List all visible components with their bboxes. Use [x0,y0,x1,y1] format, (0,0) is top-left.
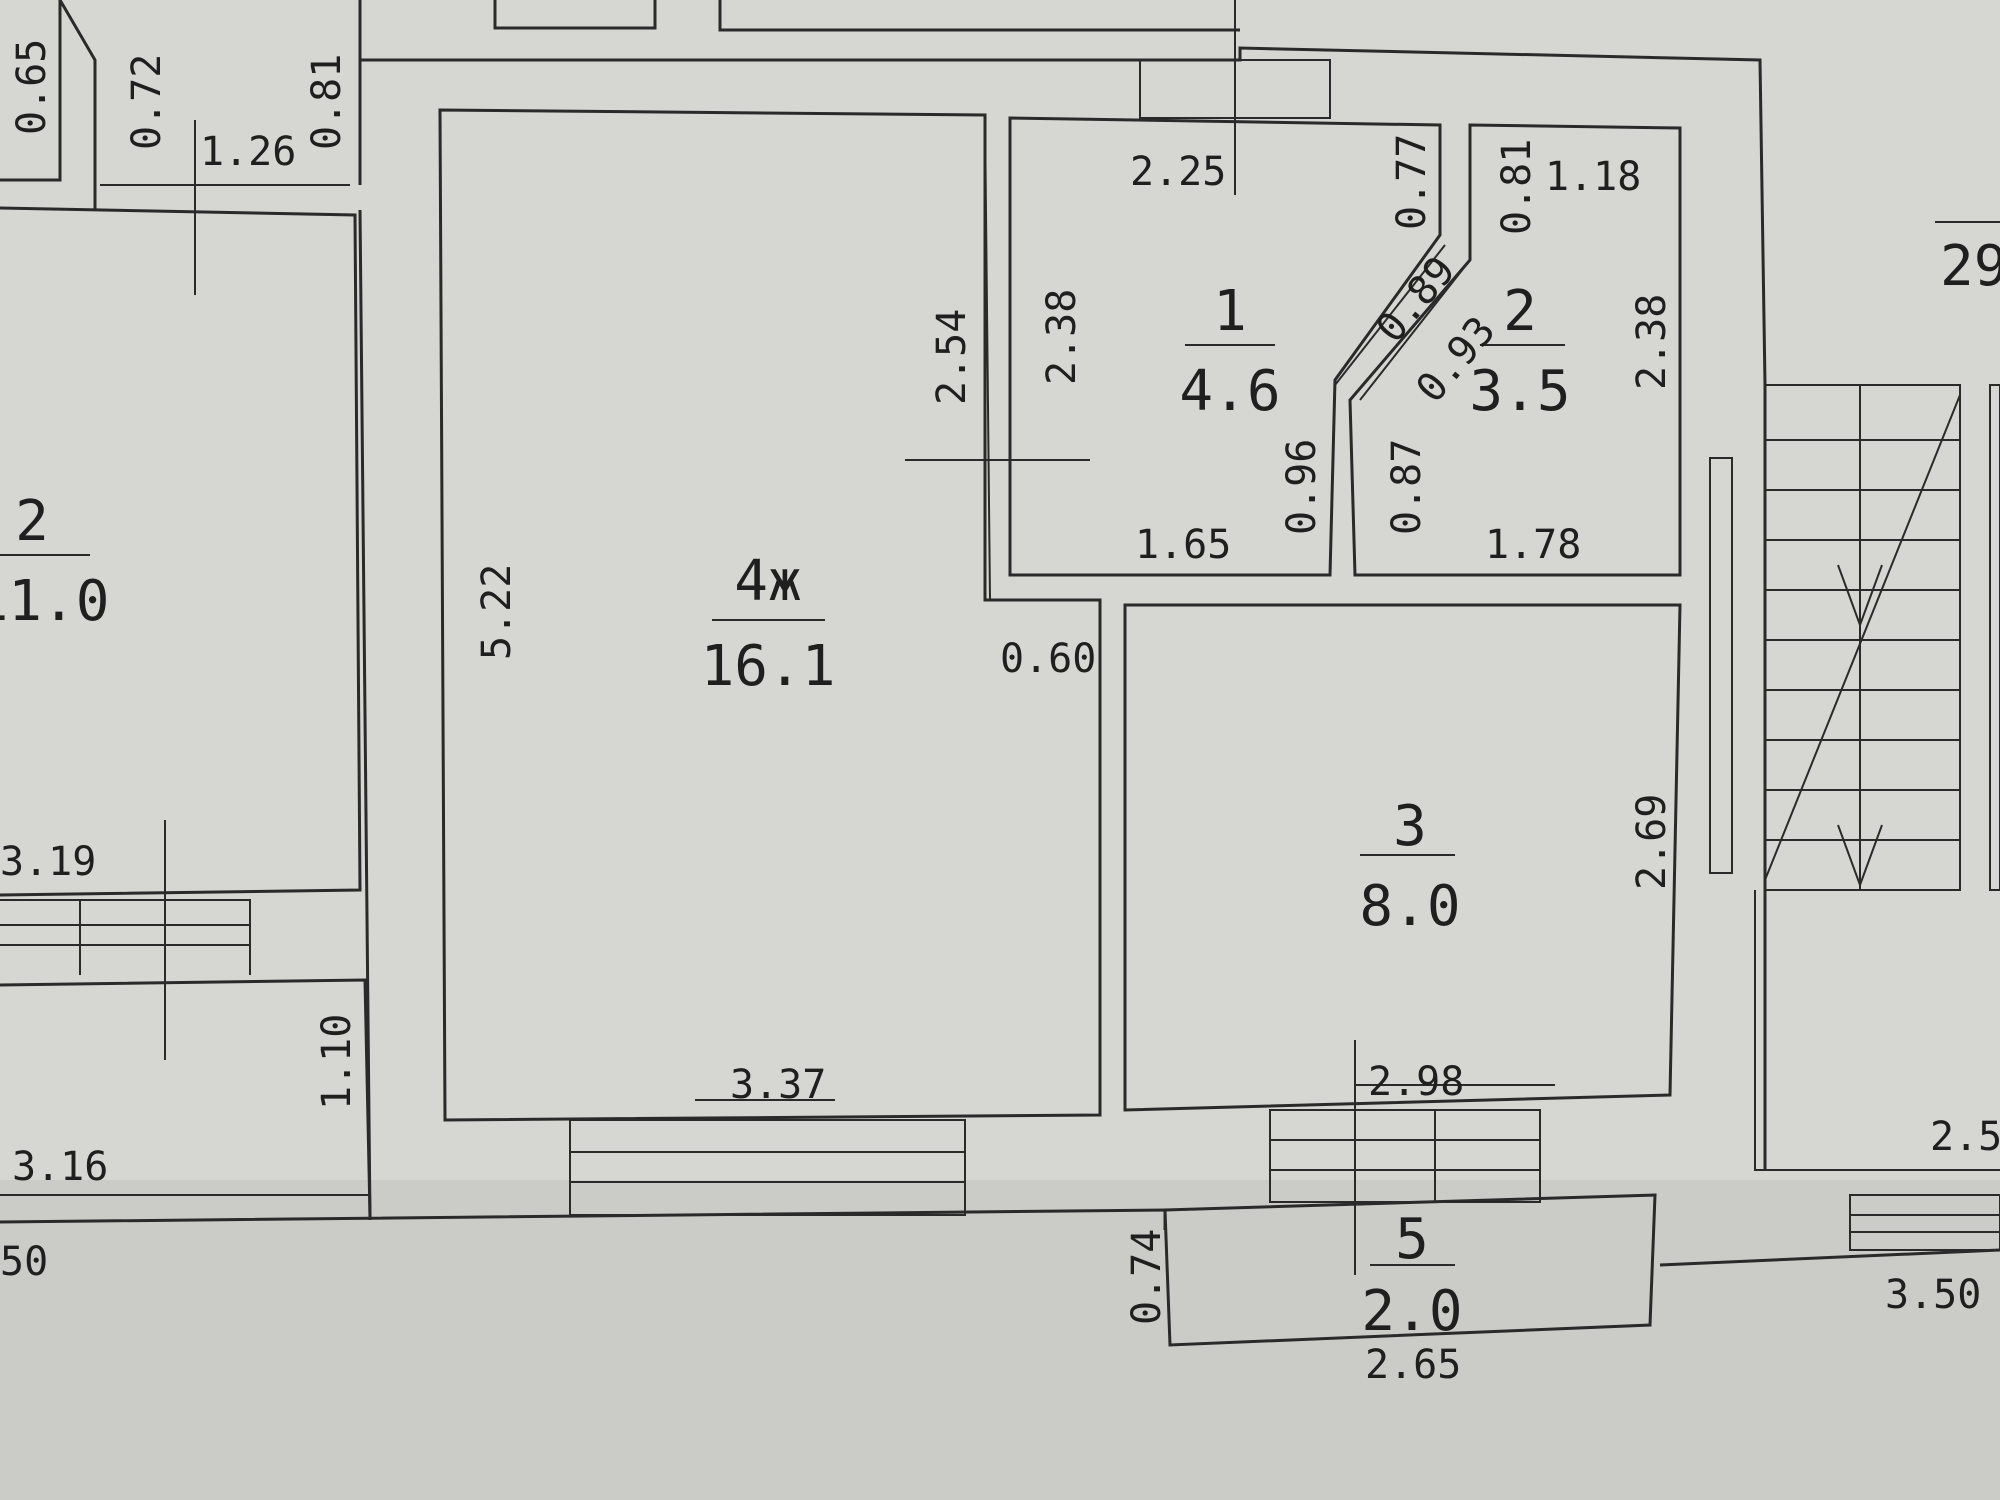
room-5-area: 2.0 [1361,1279,1462,1344]
dim-29: 29 [1940,234,2000,299]
stair-diagonal [1764,394,1961,881]
dim-350: 3.50 [1885,1272,1981,1318]
dim-110: 1.10 [314,1014,360,1110]
dim-238-b: 2.38 [1629,294,1675,390]
room-2-walls [1348,123,1682,577]
window-4zh [569,1119,966,1216]
dim-065: 0.65 [9,39,55,135]
dim-250: 2.50 [1930,1114,2000,1160]
room-4zh-area: 16.1 [701,634,836,699]
room-5-walls [1163,1193,1657,1347]
room-2-area: 3.5 [1469,359,1570,424]
dim-165: 1.65 [1135,522,1231,568]
top-fragment [493,0,657,30]
stairwell-frame [1764,384,1961,891]
dim-269: 2.69 [1629,794,1675,890]
stairwell-next [1989,384,2000,891]
dim-178: 1.78 [1485,522,1581,568]
room-3-area: 8.0 [1359,874,1460,939]
room-3-walls [1123,603,1682,1112]
dim-298: 2.98 [1368,1059,1464,1105]
top-fragment-2 [718,0,1240,32]
rail [1709,457,1733,874]
paper-shadow [0,1180,2000,1500]
dim-072: 0.72 [124,54,170,150]
dim-265: 2.65 [1365,1342,1461,1388]
window-frame [569,1119,966,1216]
room-1-walls [1008,116,1442,577]
landing [1754,890,2000,1171]
room-left-2-area: 11.0 [0,569,109,634]
dim-060: 0.60 [1000,636,1096,682]
landing-stairs [1849,1194,2000,1251]
left-lower-wall [0,978,372,1216]
dim-50: 50 [0,1239,48,1285]
dim-522: 5.22 [474,564,520,660]
dim-087: 0.87 [1384,439,1430,535]
dim-238-a: 2.38 [1039,289,1085,385]
door-line-1 [1334,244,1446,386]
room-2-number: 2 [1503,279,1537,344]
dim-316: 3.16 [12,1144,108,1190]
room-4zh-number: 4ж [734,549,801,614]
dim-081: 0.81 [1494,139,1540,235]
left-corner-wall [58,0,97,210]
left-stairs-frame [0,899,251,975]
fraction-bars [0,221,2000,1266]
dim-074: 0.74 [1124,1229,1170,1325]
room-4zh-east [984,114,991,601]
left-apartment [0,0,372,1216]
dim-118: 1.18 [1545,154,1641,200]
dim-254: 2.54 [929,309,975,405]
left-corner-wall-2 [0,0,62,182]
dim-337: 3.37 [730,1062,826,1108]
dim-319: 3.19 [0,839,96,885]
dim-077: 0.77 [1389,134,1435,230]
left-inner-wall [358,209,372,1221]
room-1-number: 1 [1213,279,1247,344]
arrow-down-icon-2 [1837,824,1883,888]
room-left-2-number: 2 [15,489,49,554]
dim-096: 0.96 [1279,439,1325,535]
room-5-number: 5 [1395,1207,1429,1272]
room-3-number: 3 [1393,794,1427,859]
arrow-down-icon [1837,564,1883,628]
dim-126: 1.26 [200,129,296,175]
dim-225: 2.25 [1130,149,1226,195]
dim-081-top: 0.81 [304,54,350,150]
room-1-area: 4.6 [1179,359,1280,424]
stairwell [1754,384,2000,1251]
bottom-wall-right [1659,1248,2000,1267]
left-room-walls [0,206,362,897]
